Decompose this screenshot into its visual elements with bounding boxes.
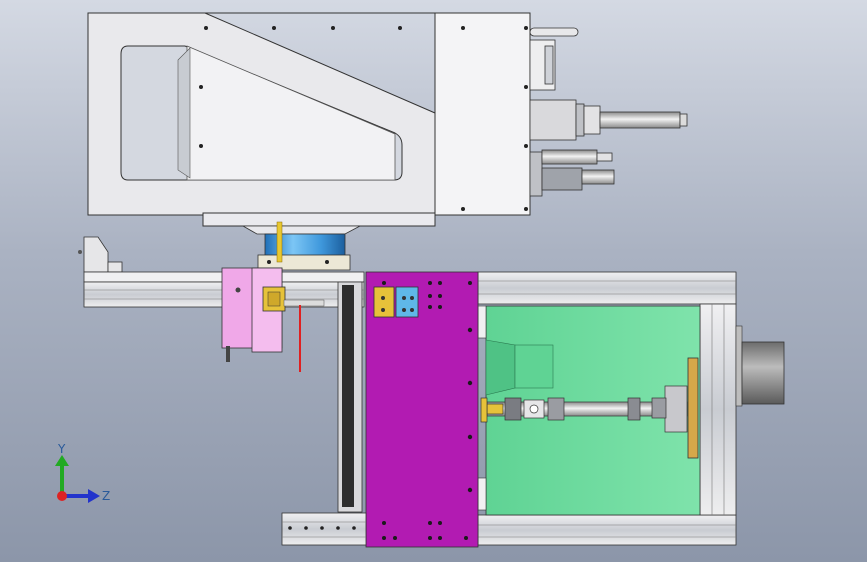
y-axis-label: Y xyxy=(57,442,66,456)
upper-housing xyxy=(87,12,531,227)
z-axis-arrowhead xyxy=(88,489,100,503)
bottom-rail xyxy=(281,512,367,546)
pink-bracket xyxy=(221,267,325,362)
shaft-assembly xyxy=(480,385,688,433)
magenta-plate-holes xyxy=(382,281,473,540)
housing-bolt-holes xyxy=(199,26,528,211)
top-right-fittings xyxy=(529,27,688,197)
main-frame xyxy=(477,271,737,546)
y-axis-arrowhead xyxy=(55,455,69,466)
sensor-blocks xyxy=(373,286,419,318)
dark-post xyxy=(337,281,363,513)
z-axis-label: Z xyxy=(102,489,110,503)
blue-rotary-cylinder xyxy=(241,221,361,271)
origin-point xyxy=(57,491,67,501)
magenta-plate xyxy=(365,271,479,548)
tan-end-plate xyxy=(687,357,699,459)
right-gray-cylinder xyxy=(735,325,785,407)
coordinate-triad: Y Z xyxy=(55,442,110,503)
